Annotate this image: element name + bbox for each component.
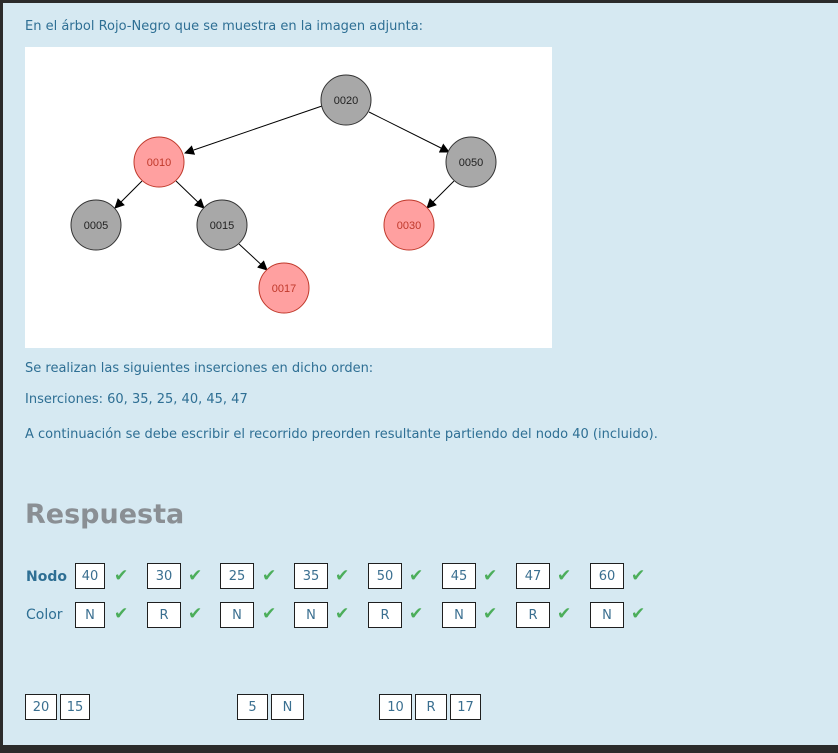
nodo-input-1[interactable]: 40 [75,563,105,589]
extra-box-5[interactable]: 5 [237,694,268,720]
insertions-list: Inserciones: 60, 35, 25, 40, 45, 47 [25,392,248,407]
nodo-input-6[interactable]: 45 [442,563,476,589]
tree-node-0030: 0030 [383,199,435,251]
nodo-row-label: Nodo [26,569,67,585]
edge-10-05 [114,180,143,209]
check-icon: ✔ [188,566,203,586]
extra-box-N[interactable]: N [271,694,304,720]
check-icon: ✔ [483,566,498,586]
check-icon: ✔ [409,604,424,624]
color-input-6[interactable]: N [442,602,476,628]
edge-15-17 [238,243,268,271]
nodo-input-2[interactable]: 30 [147,563,181,589]
check-icon: ✔ [188,604,203,624]
check-icon: ✔ [262,566,277,586]
check-icon: ✔ [557,566,572,586]
svg-text:0020: 0020 [334,95,358,107]
color-input-5[interactable]: R [368,602,402,628]
color-input-7[interactable]: R [516,602,550,628]
preorder-instruction: A continuación se debe escribir el recor… [25,427,658,442]
svg-text:0015: 0015 [210,220,234,232]
question-intro: En el árbol Rojo-Negro que se muestra en… [25,19,424,34]
svg-text:0017: 0017 [272,283,296,295]
svg-text:0005: 0005 [84,220,108,232]
check-icon: ✔ [483,604,498,624]
svg-text:0030: 0030 [397,220,421,232]
edge-20-10 [184,105,323,155]
tree-node-0017: 0017 [258,262,310,314]
tree-node-0005: 0005 [70,199,122,251]
check-icon: ✔ [631,604,646,624]
tree-node-0020: 0020 [320,74,372,126]
check-icon: ✔ [114,566,129,586]
bottom-border [0,745,838,753]
nodo-input-4[interactable]: 35 [294,563,328,589]
extra-box-20[interactable]: 20 [25,694,57,720]
extra-box-17[interactable]: 17 [450,694,481,720]
nodo-input-7[interactable]: 47 [516,563,550,589]
color-input-8[interactable]: N [590,602,624,628]
tree-node-0050: 0050 [445,136,497,188]
color-input-3[interactable]: N [220,602,254,628]
nodo-input-3[interactable]: 25 [220,563,254,589]
insertions-intro: Se realizan las siguientes inserciones e… [25,361,374,376]
color-input-4[interactable]: N [294,602,328,628]
nodo-input-5[interactable]: 50 [368,563,402,589]
edge-20-50 [368,111,450,153]
check-icon: ✔ [262,604,277,624]
extra-box-10[interactable]: 10 [379,694,412,720]
tree-node-0010: 0010 [133,136,185,188]
check-icon: ✔ [114,604,129,624]
edge-10-15 [175,180,205,209]
answer-heading: Respuesta [25,499,185,530]
red-black-tree-diagram: 0020 0010 0050 0005 0015 0030 0017 [70,74,497,314]
color-input-2[interactable]: R [147,602,181,628]
edge-50-30 [426,180,455,209]
color-row-label: Color [26,607,63,623]
check-icon: ✔ [557,604,572,624]
tree-node-0015: 0015 [196,199,248,251]
check-icon: ✔ [631,566,646,586]
nodo-input-8[interactable]: 60 [590,563,624,589]
check-icon: ✔ [409,566,424,586]
check-icon: ✔ [335,566,350,586]
tree-figure: 0020 0010 0050 0005 0015 0030 0017 [25,47,552,348]
extra-box-R[interactable]: R [415,694,447,720]
svg-text:0010: 0010 [147,157,171,169]
extra-box-15[interactable]: 15 [60,694,90,720]
color-input-1[interactable]: N [75,602,105,628]
svg-text:0050: 0050 [459,157,483,169]
check-icon: ✔ [335,604,350,624]
